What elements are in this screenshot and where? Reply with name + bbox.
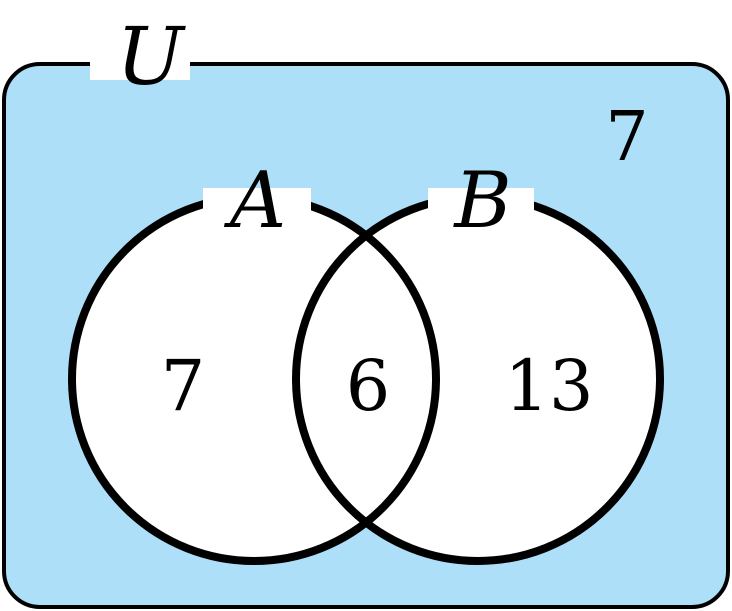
set-a-label: A	[224, 156, 286, 246]
universe-label-gap	[90, 50, 190, 80]
universe-label: U	[116, 10, 186, 103]
set-b-fill	[296, 197, 660, 561]
set-b-only-value: 13	[504, 345, 593, 427]
outside-value: 7	[605, 98, 648, 177]
set-a-label-gap	[203, 188, 311, 220]
set-a-only-value: 7	[161, 345, 206, 427]
set-b-label: B	[452, 156, 511, 246]
set-b-label-gap	[428, 188, 534, 220]
intersection-value: 6	[346, 345, 391, 427]
